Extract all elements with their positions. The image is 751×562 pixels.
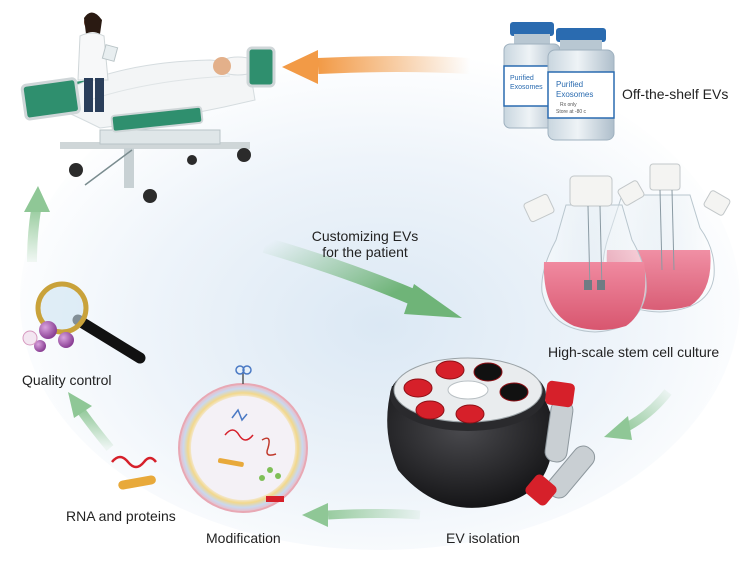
- doctor-icon: [77, 12, 119, 112]
- vial-front-sub-2: Store at -80 c: [556, 109, 587, 115]
- label-modification: Modification: [206, 530, 281, 546]
- cycle-arrow-flask-to-rotor: [604, 389, 672, 440]
- centrifuge-rotor-icon: [387, 357, 554, 508]
- vial-back-title-1: Purified: [510, 75, 534, 82]
- culture-flask-icon: [523, 163, 731, 333]
- label-customizing-line-1: Customizing EVs: [311, 228, 419, 244]
- test-tube-icon: [525, 380, 596, 506]
- label-rna-and-proteins: RNA and proteins: [66, 508, 176, 524]
- cycle-arrow-rna-to-qc: [68, 392, 114, 451]
- magnifier-icon: [22, 281, 146, 364]
- cycle-arrow-rotor-to-modification: [302, 503, 421, 527]
- label-stem-cell-culture: High-scale stem cell culture: [548, 344, 720, 360]
- rna-strand-icon: [111, 455, 157, 469]
- vial-front-title-2: Exosomes: [556, 90, 593, 99]
- exosome-icon: [178, 365, 308, 513]
- vial-back-title-2: Exosomes: [510, 84, 543, 91]
- vial-front-title-1: Purified: [556, 80, 583, 89]
- vial-icon: Purified Exosomes Purified Exosomes Rx o…: [503, 22, 615, 141]
- label-off-the-shelf-evs: Off-the-shelf EVs: [622, 86, 729, 102]
- label-ev-isolation: EV isolation: [446, 530, 520, 546]
- label-quality-control: Quality control: [22, 372, 112, 388]
- label-customizing-evs: Customizing EVs for the patient: [300, 228, 430, 260]
- customizing-arrow: [262, 237, 462, 318]
- vial-front-sub-1: Rx only: [560, 102, 577, 108]
- label-customizing-line-2: for the patient: [322, 244, 408, 261]
- cycle-arrow-qc-to-bed: [24, 186, 50, 263]
- protein-icon: [118, 475, 156, 490]
- orange-arrow: [282, 50, 471, 84]
